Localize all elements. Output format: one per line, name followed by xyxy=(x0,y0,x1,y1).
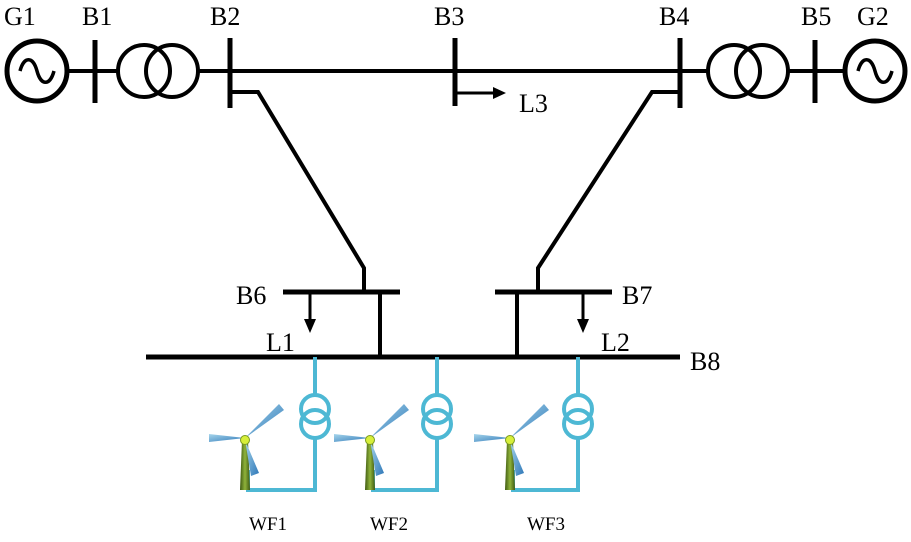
transformer-icon xyxy=(421,393,453,440)
label-b6: B6 xyxy=(236,281,266,310)
load-arrow-icon xyxy=(304,319,316,333)
generator-g2 xyxy=(842,38,908,104)
label-wf3: WF3 xyxy=(527,514,565,535)
label-g2: G2 xyxy=(857,2,889,31)
wind-turbine-icon xyxy=(473,403,550,491)
wind-farm-wf2 xyxy=(333,357,453,492)
label-b1: B1 xyxy=(82,2,112,31)
transformer-icon xyxy=(116,43,200,99)
load-l2 xyxy=(577,292,589,333)
label-g1: G1 xyxy=(4,2,36,31)
transformer-t2 xyxy=(706,43,790,99)
transformer-icon xyxy=(562,393,594,440)
label-b4: B4 xyxy=(659,2,689,31)
label-b7: B7 xyxy=(622,281,652,310)
label-b3: B3 xyxy=(434,2,464,31)
label-l3: L3 xyxy=(519,89,548,118)
label-b5: B5 xyxy=(801,2,831,31)
transmission-line-b2-b6 xyxy=(230,90,366,292)
wind-farm-wf1 xyxy=(208,357,331,492)
load-arrow-icon xyxy=(577,319,589,333)
label-b2: B2 xyxy=(210,2,240,31)
label-b8: B8 xyxy=(690,347,720,376)
transformer-icon xyxy=(706,43,790,99)
label-l1: L1 xyxy=(266,328,295,357)
label-wf1: WF1 xyxy=(249,514,287,535)
load-arrow-icon xyxy=(493,87,506,99)
transformer-icon xyxy=(299,393,331,440)
label-wf2: WF2 xyxy=(370,514,408,535)
transmission-line-b4-b7 xyxy=(536,90,680,292)
generator-g1 xyxy=(4,38,70,104)
label-l2: L2 xyxy=(601,328,630,357)
generator-icon xyxy=(842,38,908,104)
generator-icon xyxy=(4,38,70,104)
transformer-t1 xyxy=(116,43,200,99)
wind-turbine-icon xyxy=(208,403,285,491)
wind-farm-wf3 xyxy=(473,357,594,492)
wind-turbine-icon xyxy=(333,403,410,491)
load-l3 xyxy=(455,87,506,99)
load-l1 xyxy=(304,292,316,333)
